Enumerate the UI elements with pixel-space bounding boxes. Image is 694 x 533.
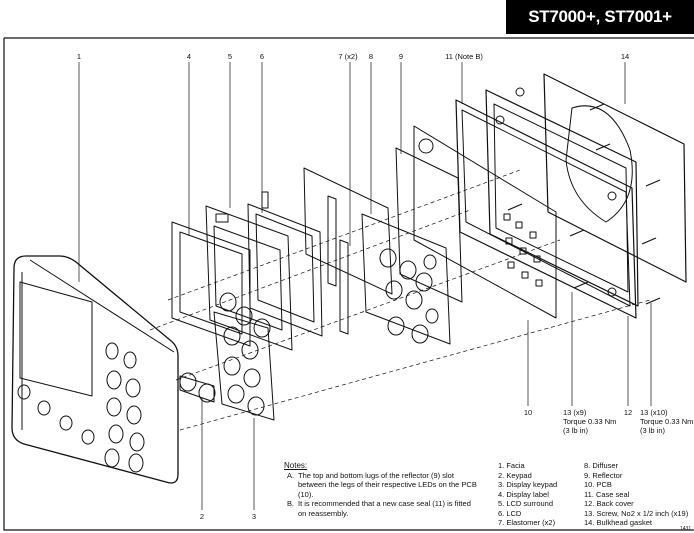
leader-lines <box>78 62 652 510</box>
callout-6: 6 <box>259 52 265 61</box>
key-item: 6. LCD <box>498 508 522 518</box>
callout-13-x10: 13 (x10) Torque 0.33 Nm (3 lb in) <box>640 408 693 435</box>
note-b: B. It is recommended that a new case sea… <box>284 499 480 518</box>
key-item: 4. Display label <box>498 489 549 499</box>
title-banner: ST7000+, ST7001+ <box>506 0 694 34</box>
bulkhead-gasket <box>543 73 687 283</box>
back-cover <box>485 87 639 307</box>
callout-13-x10-line1: 13 (x10) <box>640 408 668 417</box>
callout-13-x9: 13 (x9) Torque 0.33 Nm (3 lb in) <box>563 408 616 435</box>
alignment-lines <box>149 169 651 431</box>
note-b-text: It is recommended that a new case seal (… <box>298 499 471 518</box>
elastomers <box>327 195 349 335</box>
reflector <box>395 147 463 303</box>
callout-13-x9-line3: (3 lb in) <box>563 426 589 435</box>
parts-key-right: 8. Diffuser 9. Reflector 10. PCB 11. Cas… <box>584 461 688 528</box>
note-b-label: B. <box>287 499 295 508</box>
key-item: 14. Bulkhead gasket <box>584 518 652 527</box>
callout-13-x10-line3: (3 lb in) <box>640 426 666 435</box>
lcd-surround <box>205 205 293 351</box>
callout-14: 14 <box>620 52 630 61</box>
lcd <box>247 191 323 337</box>
facia-buttons <box>17 342 145 473</box>
screws <box>507 103 661 305</box>
key-item: 3. Display keypad <box>498 480 558 489</box>
display-label <box>171 221 251 347</box>
callout-2: 2 <box>199 512 205 521</box>
note-a-label: A. <box>287 470 295 480</box>
page-id: 1431 <box>680 526 692 532</box>
facia-display-window <box>19 281 93 397</box>
key-item: 8. Diffuser <box>584 461 619 470</box>
diagram-frame <box>3 37 694 531</box>
case-seal <box>455 99 637 319</box>
key-item: 9. Reflector <box>584 470 623 480</box>
callout-5: 5 <box>227 52 233 61</box>
callout-13-x9-line2: Torque 0.33 Nm <box>563 417 617 426</box>
callout-7: 7 (x2) <box>338 52 358 61</box>
display-keypad <box>213 292 275 421</box>
key-item: 7. Elastomer (x2) <box>498 518 556 527</box>
callout-13-x9-line1: 13 (x9) <box>563 408 587 417</box>
key-item: 5. LCD surround <box>498 499 554 508</box>
notes-heading: Notes: <box>284 461 308 470</box>
key-item: 2. Keypad <box>498 470 532 480</box>
callout-4: 4 <box>186 52 192 61</box>
parts-key-left: 1. Facia 2. Keypad 3. Display keypad 4. … <box>498 461 557 528</box>
callout-1: 1 <box>76 52 82 61</box>
callout-11: 11 (Note B) <box>445 52 483 61</box>
note-a: A. The top and bottom lugs of the reflec… <box>284 471 480 500</box>
callout-9: 9 <box>398 52 404 61</box>
key-item: 1. Facia <box>498 461 525 470</box>
key-item: 13. Screw, No2 x 1/2 inch (x19) <box>584 508 689 518</box>
diffuser <box>303 167 451 345</box>
key-item: 12. Back cover <box>584 499 634 508</box>
notes-block: Notes: A. The top and bottom lugs of the… <box>284 461 480 518</box>
pcb <box>413 125 557 319</box>
key-item: 11. Case seal <box>584 489 630 499</box>
pcb-components <box>503 213 543 287</box>
facia <box>11 255 179 484</box>
callout-3: 3 <box>251 512 257 521</box>
key-item: 10. PCB <box>584 480 612 489</box>
callout-10: 10 <box>523 408 533 417</box>
callout-13-x10-line2: Torque 0.33 Nm <box>640 417 694 426</box>
keypad <box>179 372 216 403</box>
callout-12: 12 <box>623 408 633 417</box>
callout-8: 8 <box>368 52 374 61</box>
note-a-text: The top and bottom lugs of the reflector… <box>298 470 477 499</box>
